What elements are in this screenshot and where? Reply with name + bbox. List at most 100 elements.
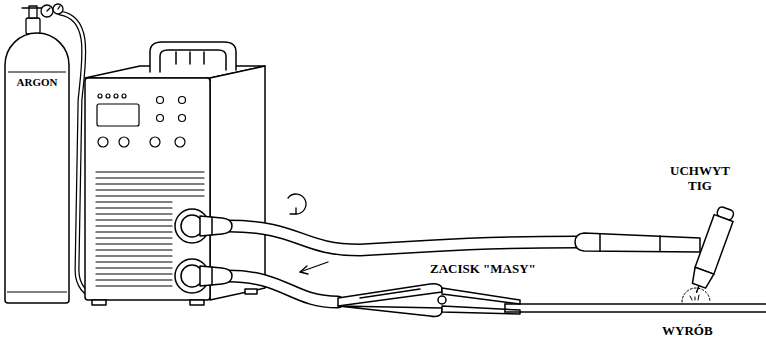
welding-machine-part xyxy=(245,289,257,294)
twist-arrows-part xyxy=(290,208,296,214)
machine-handle-part xyxy=(203,52,205,64)
control-panel-part xyxy=(157,115,164,122)
workpiece-part xyxy=(505,311,766,313)
cylinder-outline xyxy=(4,32,70,304)
vent-grille-part xyxy=(96,243,172,244)
vent-grille-part xyxy=(96,279,172,280)
vent-grille-part xyxy=(96,231,172,232)
control-panel-part xyxy=(150,137,160,147)
ground-cable-part xyxy=(228,276,338,302)
machine-handle-part xyxy=(160,50,226,72)
welding-machine-part xyxy=(85,78,210,300)
cylinder-ring xyxy=(7,292,67,293)
welding-arc-part xyxy=(682,288,710,302)
twist-arrows-part xyxy=(288,194,306,214)
control-panel-part xyxy=(179,97,186,104)
tig-torch-part xyxy=(687,205,736,295)
vent-grille-part xyxy=(96,195,204,196)
cylinder-valve-part xyxy=(41,5,53,17)
control-panel-part xyxy=(97,104,139,126)
tig-torch-part-part xyxy=(695,215,733,274)
cylinder-valve-part xyxy=(58,6,60,9)
ground-cable-part xyxy=(228,276,338,302)
vent-grille-part xyxy=(96,267,172,268)
vent-grille-part xyxy=(96,255,172,256)
vent-grille-part xyxy=(96,213,172,214)
cylinder-valve-part xyxy=(22,7,44,8)
control-panel-part xyxy=(114,94,118,98)
vent-grille-part xyxy=(96,273,172,274)
vent-grille-part xyxy=(96,177,204,178)
ground-clamp-part xyxy=(338,306,442,317)
ground-clamp-part xyxy=(442,288,520,304)
vent-grille-part xyxy=(96,207,172,208)
tig-torch-part xyxy=(659,236,661,251)
ground-clamp-part xyxy=(338,284,442,306)
cylinder-label: ARGON xyxy=(4,76,70,88)
vent-grille-part xyxy=(96,249,172,250)
ground-clamp-part xyxy=(442,306,520,314)
vent-grille-part xyxy=(96,201,172,202)
control-panel-part xyxy=(175,137,185,147)
welding-illustration-part xyxy=(22,4,766,317)
welding-machine-part xyxy=(92,300,106,305)
cylinder-body xyxy=(5,33,69,303)
tig-torch-part xyxy=(575,233,700,252)
machine-handle-part xyxy=(175,52,177,64)
welding-arc-part xyxy=(690,295,699,300)
vent-grille-part xyxy=(96,189,204,190)
control-panel-part xyxy=(119,137,129,147)
workpiece-part xyxy=(504,304,506,312)
machine-handle-part xyxy=(150,42,236,72)
part-name: ZACISK "MASY" xyxy=(430,262,536,277)
torch-cable-part xyxy=(228,226,578,250)
torch-cable-part xyxy=(228,226,578,250)
vent-grille-part xyxy=(96,237,172,238)
vent-grille-part xyxy=(96,261,172,262)
torch-cable xyxy=(228,226,578,250)
vent-grille xyxy=(96,172,204,286)
vent-grille-part xyxy=(96,171,204,172)
vent-grille-part xyxy=(96,285,172,286)
gas-cylinder: ARGON xyxy=(4,32,70,304)
workpiece-part xyxy=(505,303,766,305)
part-name: WYRÓB xyxy=(662,324,713,339)
vent-grille-part xyxy=(96,225,172,226)
vent-grille-part xyxy=(96,219,172,220)
twist-arrows-part xyxy=(300,266,308,274)
tig-torch xyxy=(575,205,736,295)
twist-arrows xyxy=(288,194,328,274)
cylinder-valve xyxy=(22,4,63,34)
machine-handle xyxy=(150,42,236,72)
control-panel-part xyxy=(98,94,102,98)
cable-sockets-part xyxy=(211,217,213,235)
control-panel xyxy=(97,94,186,147)
control-panel-part xyxy=(98,137,108,147)
tig-torch-part-part xyxy=(697,286,699,293)
twist-arrows-part xyxy=(300,262,328,272)
tig-torch-part-part xyxy=(690,267,714,289)
ground-clamp xyxy=(338,284,520,317)
workpiece xyxy=(505,304,766,312)
vent-grille-part xyxy=(96,183,204,184)
part-name: UCHWYT TIG xyxy=(662,164,738,194)
cable-sockets-part xyxy=(200,266,232,286)
welding-machine-part xyxy=(210,66,265,300)
cylinder-ring xyxy=(8,72,66,73)
ground-cable xyxy=(228,276,338,302)
ground-clamp-part xyxy=(438,296,446,304)
welding-machine xyxy=(85,66,265,305)
cylinder-valve-part xyxy=(53,4,63,14)
control-panel-part xyxy=(179,115,186,122)
control-panel-part xyxy=(157,97,164,104)
cylinder-valve-part xyxy=(47,8,50,11)
welding-machine-part xyxy=(190,300,204,305)
ground-clamp-part xyxy=(360,289,420,298)
welding-arc xyxy=(682,288,710,302)
control-panel-part xyxy=(122,94,126,98)
machine-handle-part xyxy=(189,52,191,64)
control-panel-part xyxy=(106,94,110,98)
